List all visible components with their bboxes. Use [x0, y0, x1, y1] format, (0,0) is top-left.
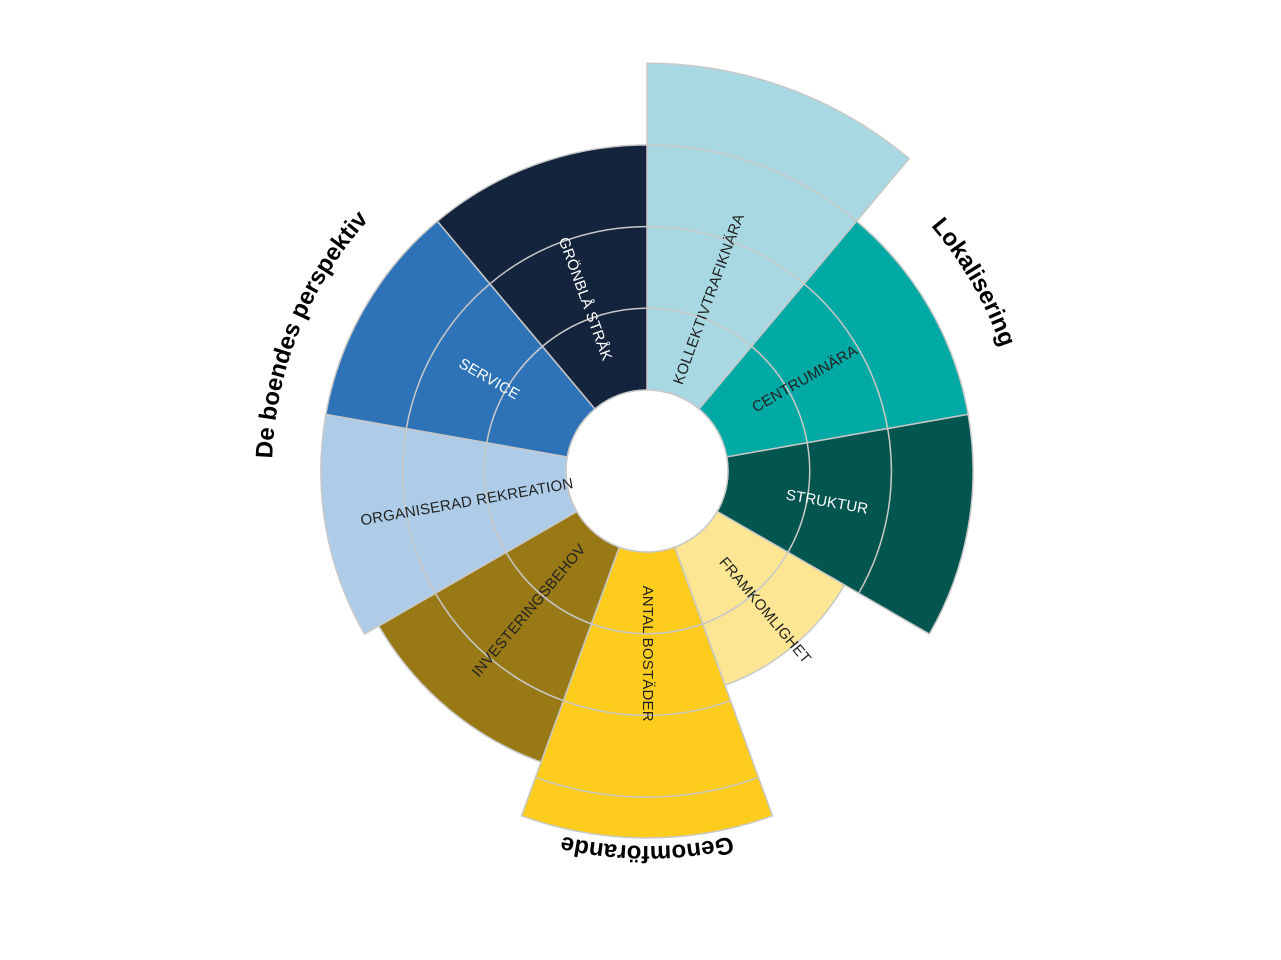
- grid-ring-arc: [751, 345, 808, 443]
- grid-ring-arc: [702, 551, 789, 625]
- grid-ring-arc: [434, 592, 564, 702]
- grid-ring-arc: [486, 345, 543, 443]
- grid-ring-arc: [483, 442, 507, 553]
- grid-ring-arc: [401, 428, 436, 594]
- grid-ring-arc: [489, 225, 648, 285]
- grid-ring-arc: [505, 551, 592, 625]
- grid-ring-arc: [563, 699, 731, 717]
- grid-ring-arc: [646, 225, 805, 285]
- grid-ring-arc: [787, 442, 811, 553]
- grid-ring-arc: [591, 623, 703, 635]
- grid-ring-arc: [858, 428, 893, 594]
- grid-ring-arc: [803, 283, 889, 429]
- chart-center-hole: [565, 389, 729, 553]
- grid-ring-arc: [646, 307, 753, 347]
- grid-ring-arc: [535, 776, 759, 798]
- grid-ring-arc: [646, 144, 858, 222]
- segment-label-antal-bostader: ANTAL BOSTÄDER: [639, 586, 656, 722]
- grid-ring-arc: [541, 307, 648, 347]
- chart-grid-rings: [401, 144, 893, 798]
- grid-ring-arc: [405, 283, 491, 429]
